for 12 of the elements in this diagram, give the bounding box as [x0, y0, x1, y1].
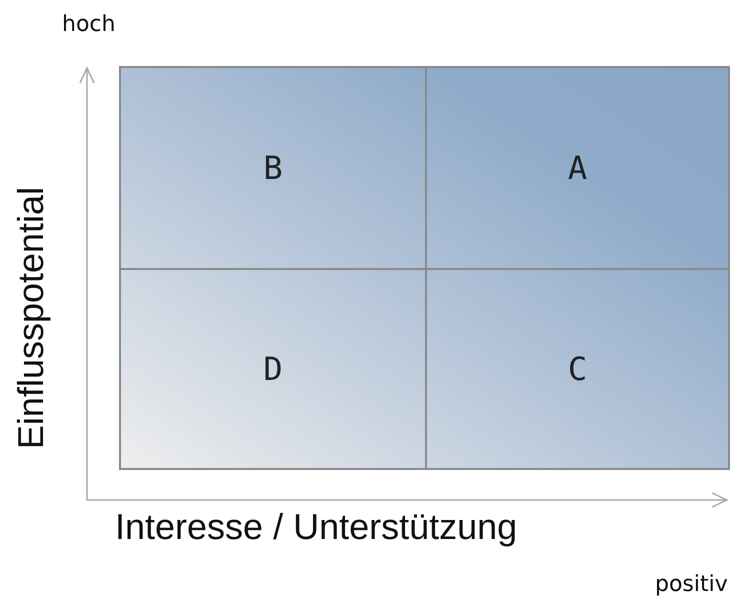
matrix-quadrant: [119, 66, 427, 270]
axis-end-label: positiv: [655, 572, 728, 597]
quadrant-letter: D: [263, 350, 283, 388]
quadrant-letter: A: [568, 149, 588, 187]
axis-title: Einflusspotential: [10, 186, 52, 450]
matrix-quadrant: [119, 268, 427, 470]
matrix-quadrant: [425, 66, 730, 270]
axis-end-label: hoch: [62, 12, 116, 37]
quadrant-letter: C: [568, 350, 588, 388]
quadrant-letter: B: [263, 149, 283, 187]
matrix-quadrant: [425, 268, 730, 470]
axis-title: Interesse / Unterstützung: [115, 506, 518, 548]
